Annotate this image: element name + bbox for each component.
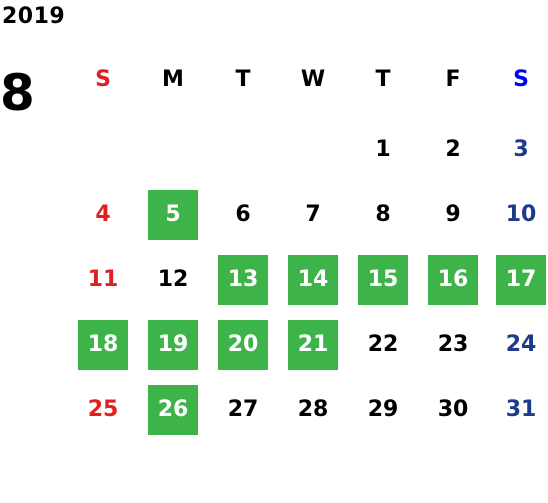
calendar-day-8[interactable]: 8 [375,202,391,227]
calendar-day-6[interactable]: 6 [235,202,251,227]
calendar-day-16[interactable]: 16 [428,255,478,305]
calendar-day-12[interactable]: 12 [157,267,189,292]
calendar-day-4[interactable]: 4 [95,202,111,227]
calendar-day-2[interactable]: 2 [445,137,461,162]
calendar-day-3[interactable]: 3 [513,137,529,162]
calendar-day-26[interactable]: 26 [148,385,198,435]
calendar-day-9[interactable]: 9 [445,202,461,227]
calendar-day-5[interactable]: 5 [148,190,198,240]
calendar-day-18[interactable]: 18 [78,320,128,370]
calendar-day-15[interactable]: 15 [358,255,408,305]
calendar-day-17[interactable]: 17 [496,255,546,305]
calendar-day-30[interactable]: 30 [437,397,469,422]
calendar-day-13[interactable]: 13 [218,255,268,305]
weekday-header-thu: T [375,67,391,92]
calendar-day-22[interactable]: 22 [367,332,399,357]
calendar-day-20[interactable]: 20 [218,320,268,370]
weekday-header-sat: S [513,67,529,92]
weekday-header-sun: S [95,67,111,92]
calendar-day-10[interactable]: 10 [505,202,537,227]
calendar-day-7[interactable]: 7 [305,202,321,227]
calendar-year: 2019 [2,4,66,29]
calendar-day-27[interactable]: 27 [227,397,259,422]
calendar-day-11[interactable]: 11 [87,267,119,292]
calendar-day-28[interactable]: 28 [297,397,329,422]
calendar-day-1[interactable]: 1 [375,137,391,162]
weekday-header-mon: M [162,67,184,92]
calendar-day-31[interactable]: 31 [505,397,537,422]
calendar-day-25[interactable]: 25 [87,397,119,422]
calendar-day-29[interactable]: 29 [367,397,399,422]
calendar-day-21[interactable]: 21 [288,320,338,370]
weekday-header-fri: F [445,67,461,92]
calendar-day-23[interactable]: 23 [437,332,469,357]
calendar-month: 8 [0,64,35,122]
weekday-header-tue: T [235,67,251,92]
calendar-day-24[interactable]: 24 [505,332,537,357]
weekday-header-wed: W [300,67,326,92]
calendar-day-19[interactable]: 19 [148,320,198,370]
calendar-day-14[interactable]: 14 [288,255,338,305]
